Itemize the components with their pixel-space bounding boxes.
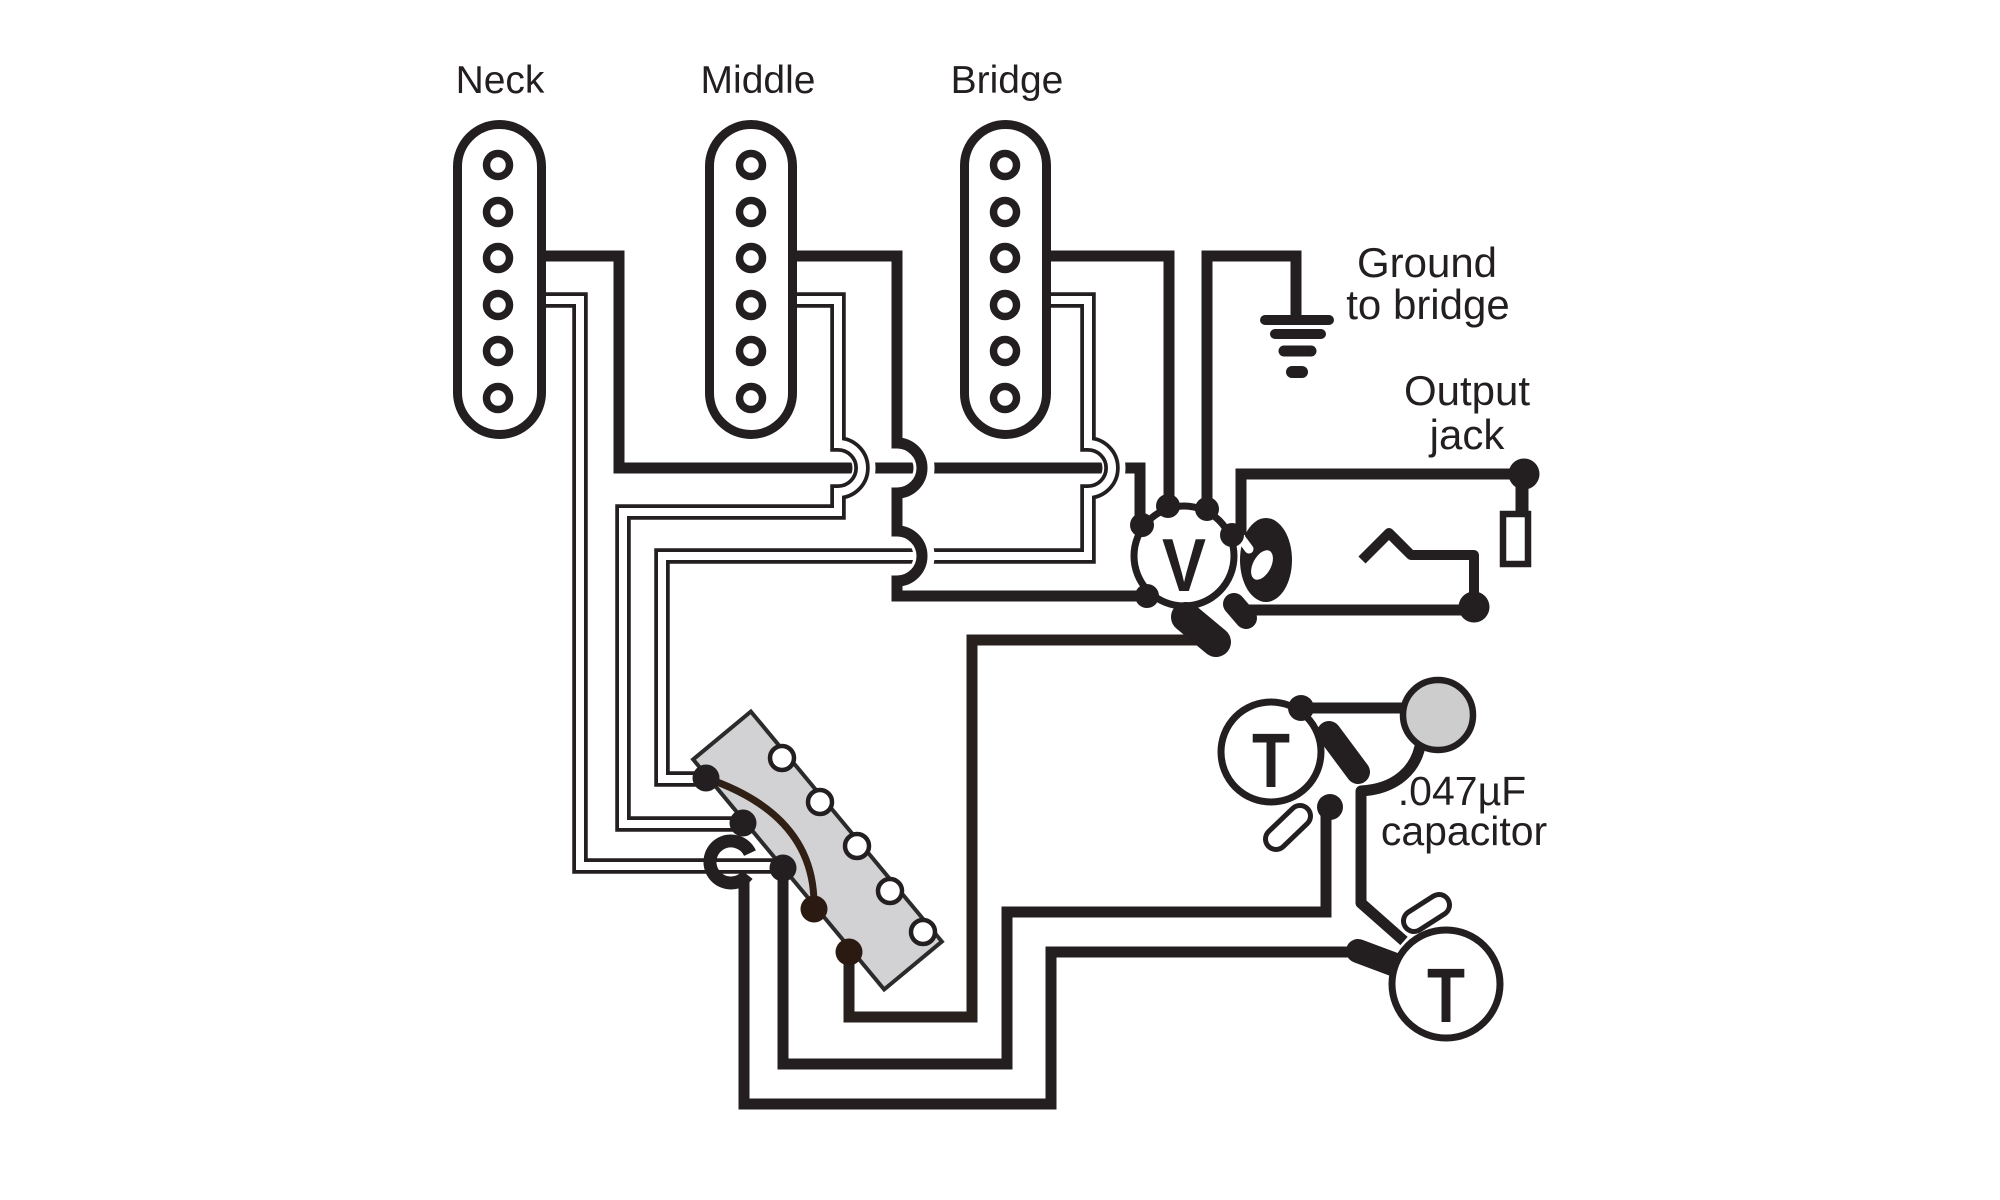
- svg-text:T: T: [1427, 953, 1465, 1039]
- svg-text:capacitor: capacitor: [1381, 808, 1547, 854]
- svg-text:Output: Output: [1404, 367, 1530, 414]
- svg-text:Neck: Neck: [456, 59, 545, 102]
- svg-text:Bridge: Bridge: [951, 59, 1064, 102]
- svg-text:Middle: Middle: [701, 59, 816, 102]
- svg-text:Ground: Ground: [1357, 239, 1497, 286]
- svg-text:to bridge: to bridge: [1346, 281, 1509, 328]
- svg-text:.047µF: .047µF: [1398, 768, 1526, 814]
- svg-text:jack: jack: [1428, 411, 1506, 458]
- svg-text:V: V: [1162, 523, 1206, 607]
- svg-text:T: T: [1252, 718, 1290, 804]
